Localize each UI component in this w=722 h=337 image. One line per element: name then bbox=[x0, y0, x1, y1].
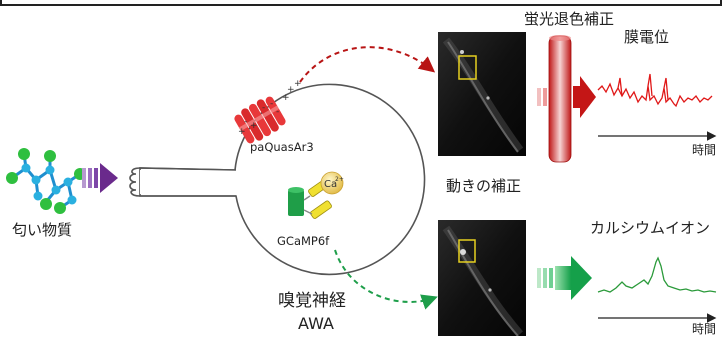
calcium-signal-arrow bbox=[334, 249, 438, 310]
bleach-correction-label: 蛍光退色補正 bbox=[524, 10, 615, 28]
charge: + bbox=[250, 121, 258, 131]
voltage-output-arrow bbox=[537, 76, 596, 118]
voltage-sensor-label: paQuasAr3 bbox=[250, 140, 314, 154]
svg-text:Ca: Ca bbox=[324, 179, 337, 190]
charge: + bbox=[287, 85, 295, 95]
membrane-potential-label: 膜電位 bbox=[624, 28, 670, 46]
charge: + bbox=[282, 93, 290, 103]
motion-correction-label: 動きの補正 bbox=[446, 177, 522, 195]
charge: + bbox=[238, 127, 246, 137]
charge: - bbox=[244, 117, 247, 127]
calcium-ion-label: カルシウムイオン bbox=[590, 219, 711, 237]
voltage-imaging-frame bbox=[438, 32, 526, 156]
neuron-name-label: 嗅覚神経 bbox=[278, 291, 346, 311]
charge: + bbox=[294, 79, 302, 89]
calcium-sensor-label: GCaMP6f bbox=[277, 234, 330, 248]
bleach-correction-filter bbox=[548, 35, 572, 163]
calcium-output-arrow bbox=[537, 256, 592, 300]
time-axis-bottom-label: 時間 bbox=[692, 322, 717, 336]
time-axis-top-label: 時間 bbox=[692, 143, 717, 157]
membrane-potential-trace bbox=[597, 82, 713, 108]
odorant-label: 匂い物質 bbox=[12, 221, 73, 239]
voltage-sensor-protein bbox=[234, 96, 286, 144]
neuron-id-label: AWA bbox=[298, 314, 334, 333]
charge: - bbox=[270, 99, 273, 109]
calcium-trace bbox=[597, 256, 717, 293]
calcium-ion: Ca 2+ bbox=[320, 171, 344, 195]
odorant-arrow bbox=[82, 163, 118, 193]
odorant-molecule bbox=[6, 148, 86, 214]
neuron-cell bbox=[129, 83, 426, 276]
voltage-signal-arrow bbox=[299, 46, 436, 83]
charge: - bbox=[262, 103, 265, 113]
charge: - bbox=[276, 107, 279, 117]
svg-text:2+: 2+ bbox=[335, 176, 344, 183]
membrane-charges: + + + - - + - + - bbox=[238, 79, 302, 137]
calcium-imaging-frame bbox=[438, 220, 526, 336]
top-frame-border bbox=[0, 0, 722, 6]
